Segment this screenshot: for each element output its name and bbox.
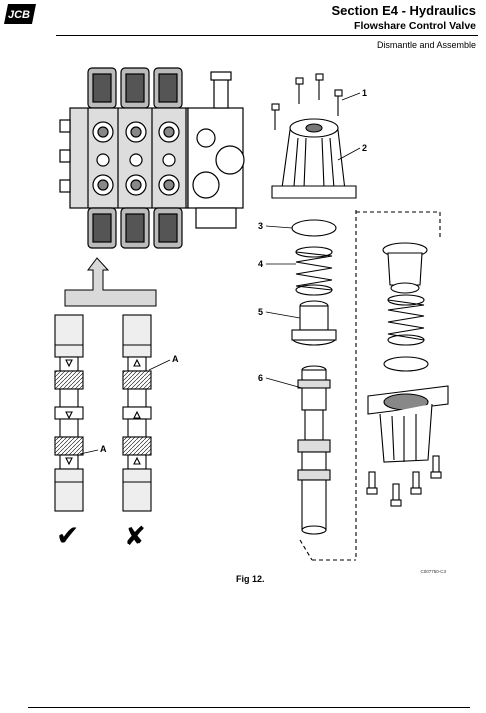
topic-title: Dismantle and Assemble <box>376 40 476 50</box>
header-divider <box>56 35 478 36</box>
valve-block-drawing <box>59 67 245 249</box>
subsection-title: Flowshare Control Valve <box>354 20 476 32</box>
callout-2: 2 <box>362 143 367 153</box>
correct-icon: ✔ <box>56 519 79 552</box>
callout-4: 4 <box>258 259 263 269</box>
callout-3: 3 <box>258 221 263 231</box>
callout-1: 1 <box>362 88 367 98</box>
callout-leaders <box>265 92 361 389</box>
spool-correct <box>54 314 84 512</box>
spool-incorrect <box>122 314 152 512</box>
drawing-code: C007750-C3 <box>420 569 446 574</box>
callout-5: 5 <box>258 307 263 317</box>
assembly-arrow <box>64 257 157 307</box>
exploded-view-drawing <box>271 73 449 561</box>
section-title: Section E4 - Hydraulics <box>331 3 477 18</box>
figure-caption: Fig 12. <box>236 574 265 584</box>
marker-a-leader-right <box>148 359 171 371</box>
footer-divider <box>28 707 470 708</box>
marker-a-right: A <box>172 354 179 364</box>
screws <box>271 73 343 130</box>
incorrect-icon: ✘ <box>124 522 146 552</box>
page-header: JCB Section E4 - Hydraulics Flowshare Co… <box>0 0 486 60</box>
jcb-logo: JCB <box>4 4 36 24</box>
marker-a-left: A <box>100 444 107 454</box>
marker-a-leader-left <box>79 449 99 455</box>
svg-text:JCB: JCB <box>8 9 30 21</box>
callout-6: 6 <box>258 373 263 383</box>
